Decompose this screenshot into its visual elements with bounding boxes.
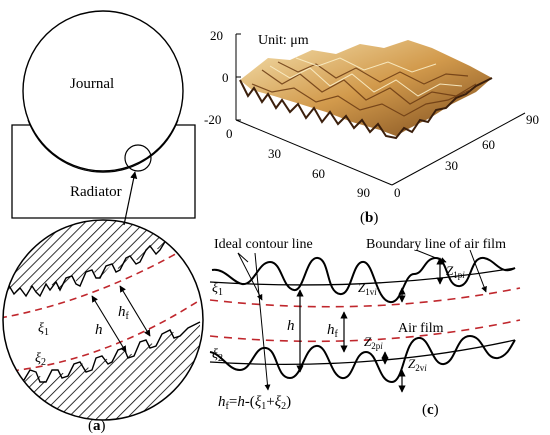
hf-arrow xyxy=(119,285,151,337)
journal-label: Journal xyxy=(70,76,114,92)
radiator-label: Radiator xyxy=(70,184,122,200)
a-xi2-label: ξ2 xyxy=(35,351,46,368)
panel-b-label: (b) xyxy=(360,210,378,226)
zoom-content xyxy=(3,220,201,420)
c-z1pi-label: Z1pi xyxy=(446,263,465,280)
b-surface-body xyxy=(240,40,492,136)
c-xi2-label: ξ2 xyxy=(212,347,223,364)
h-arrow xyxy=(91,295,127,353)
c-z2vi-label: Z2vi xyxy=(408,356,427,373)
b-unit-label: Unit: μm xyxy=(258,33,309,48)
b-surface-highlights xyxy=(269,57,463,97)
c-hf-label: hf xyxy=(327,322,339,340)
c-ideal-contour-lower xyxy=(209,339,516,366)
a-hf-label: hf xyxy=(118,304,130,322)
c-xi1-label: ξ1 xyxy=(212,281,223,298)
c-ideal-contour-label: Ideal contour line xyxy=(214,237,313,252)
b-z-tick-neg20: -20 xyxy=(204,112,221,127)
panel-c: Ideal contour line Boundary line of air … xyxy=(209,237,521,418)
b-x-axis xyxy=(235,119,393,186)
a-xi1-label: ξ1 xyxy=(38,321,49,338)
b-z-tick-20: 20 xyxy=(210,28,223,43)
b-y-axis xyxy=(391,112,526,186)
c-formula: hf=h-(ξ1+ξ2) xyxy=(218,394,291,412)
b-y-tick-90: 90 xyxy=(526,112,539,127)
magnifier-arrow xyxy=(123,171,138,226)
b-x-tick-30: 30 xyxy=(268,146,281,161)
b-y-tick-30: 30 xyxy=(445,158,458,173)
b-z-tick-0: 0 xyxy=(222,70,229,85)
c-dashed-upper xyxy=(209,287,521,308)
b-y-tick-0: 0 xyxy=(394,185,401,200)
b-surface-front-edge xyxy=(239,77,493,140)
panel-c-label: (c) xyxy=(422,402,439,418)
clearance-arc xyxy=(27,119,179,173)
magnifier-circle xyxy=(124,144,152,172)
c-boundary-upper xyxy=(211,256,516,303)
c-z2pi-label: Z2pi xyxy=(364,334,383,351)
c-boundary-lower xyxy=(209,334,516,384)
c-air-film-label: Air film xyxy=(398,321,444,336)
c-dashed-lower xyxy=(209,319,521,343)
c-h-label: h xyxy=(287,318,295,334)
c-boundary-label: Boundary line of air film xyxy=(366,237,506,252)
a-h-label: h xyxy=(95,322,103,338)
panel-a-label: (a) xyxy=(88,418,106,434)
panel-b: 20 0 -20 Unit: μm 0 30 60 90 0 30 60 90 … xyxy=(204,28,539,226)
panel-a: Journal Radiator ξ1 ξ2 h hf (a) xyxy=(2,10,204,434)
dashed-contour-upper xyxy=(3,239,201,319)
b-surface-ridges xyxy=(251,61,477,117)
b-y-tick-60: 60 xyxy=(482,137,495,152)
b-x-tick-90: 90 xyxy=(357,185,370,200)
b-x-tick-60: 60 xyxy=(312,166,325,181)
journal-circle xyxy=(22,10,184,172)
b-x-tick-0: 0 xyxy=(226,126,233,141)
c-ideal-contour-upper xyxy=(209,267,516,286)
c-z1vi-label: Z1vi xyxy=(358,280,377,297)
zoom-circle xyxy=(2,219,204,421)
